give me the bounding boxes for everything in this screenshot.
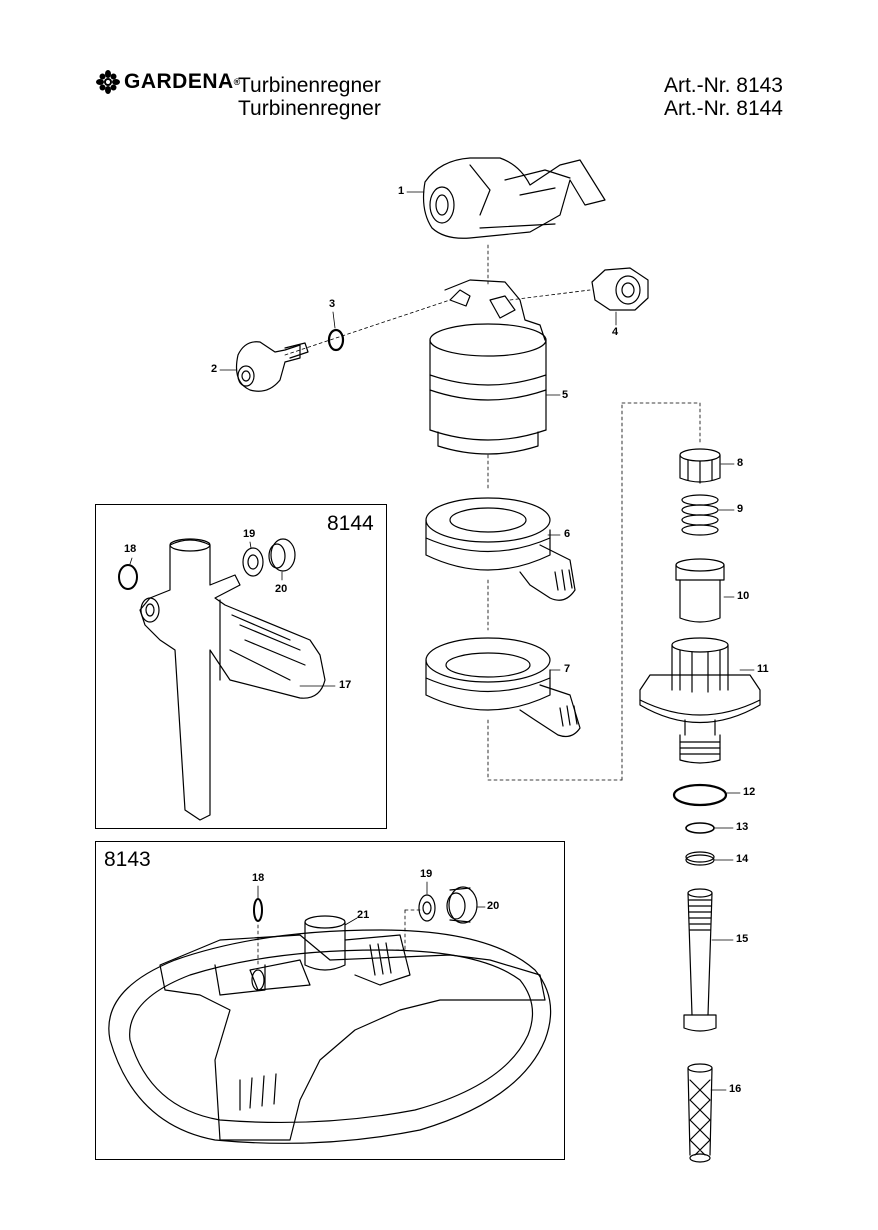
callout-15: 15	[736, 933, 749, 945]
part-3-o-ring	[327, 328, 345, 352]
box8144-nut-20	[268, 538, 296, 572]
callout-box8143-21: 21	[357, 909, 370, 921]
callout-11: 11	[757, 663, 769, 675]
part-7-arc-ring	[425, 637, 581, 738]
part-9-spring	[681, 494, 719, 536]
leader-lines	[129, 191, 755, 1091]
part-11-base-adapter	[639, 637, 761, 764]
part-4-nozzle-insert	[591, 267, 649, 311]
part-5-turbine-housing	[429, 279, 547, 455]
part-6-arc-ring	[425, 497, 576, 601]
callout-5: 5	[562, 389, 569, 401]
sled-base-8143	[108, 915, 552, 1144]
callout-box8143-19: 19	[420, 868, 433, 880]
trademark-symbol: ®	[233, 77, 241, 87]
callout-3: 3	[329, 298, 336, 310]
part-2-adjust-knob	[235, 341, 309, 392]
callout-box8143-18: 18	[252, 872, 265, 884]
box-8143-label: 8143	[104, 848, 151, 871]
part-1-nozzle-head	[422, 157, 606, 239]
part-15-riser-tube	[683, 888, 717, 1032]
callout-12: 12	[743, 786, 756, 798]
part-12-o-ring	[672, 783, 728, 807]
callout-box8144-19: 19	[243, 528, 256, 540]
box8144-washer-19	[242, 547, 264, 577]
part-13-ring	[685, 822, 715, 834]
callout-box8144-17: 17	[339, 679, 352, 691]
callout-7: 7	[564, 663, 571, 675]
part-8-nut	[679, 448, 721, 484]
box8143-nut-20	[446, 886, 478, 924]
box8143-washer-19	[418, 894, 436, 922]
callout-14: 14	[736, 853, 749, 865]
box8143-o-ring-18	[253, 898, 263, 922]
callout-box8143-20: 20	[487, 900, 500, 912]
part-16-filter	[687, 1063, 713, 1163]
callout-13: 13	[736, 821, 749, 833]
callout-8: 8	[737, 457, 744, 469]
spike-base-8144	[139, 538, 326, 821]
article-number-8143: Art.-Nr. 8143	[663, 74, 783, 97]
callout-2: 2	[211, 363, 218, 375]
gardena-logo: GARDENA®	[96, 70, 240, 94]
part-14-washer	[685, 851, 715, 866]
callout-10: 10	[737, 590, 750, 602]
gardena-flower-icon	[96, 70, 120, 94]
callout-4: 4	[612, 326, 619, 338]
assembly-lines	[257, 244, 701, 966]
brand-name: GARDENA	[124, 70, 234, 93]
callout-6: 6	[564, 528, 571, 540]
product-title-2: Turbinenregner	[238, 97, 381, 120]
box-8144-label: 8144	[327, 512, 374, 535]
product-title-1: Turbinenregner	[238, 74, 381, 97]
callout-box8144-20: 20	[275, 583, 288, 595]
callout-1: 1	[398, 185, 405, 197]
box-8144	[95, 504, 387, 829]
part-10-sleeve	[675, 558, 725, 623]
callout-9: 9	[737, 503, 744, 515]
callout-16: 16	[729, 1083, 742, 1095]
article-number-8144: Art.-Nr. 8144	[663, 97, 783, 120]
box8144-o-ring-18	[118, 564, 138, 590]
callout-box8144-18: 18	[124, 543, 137, 555]
